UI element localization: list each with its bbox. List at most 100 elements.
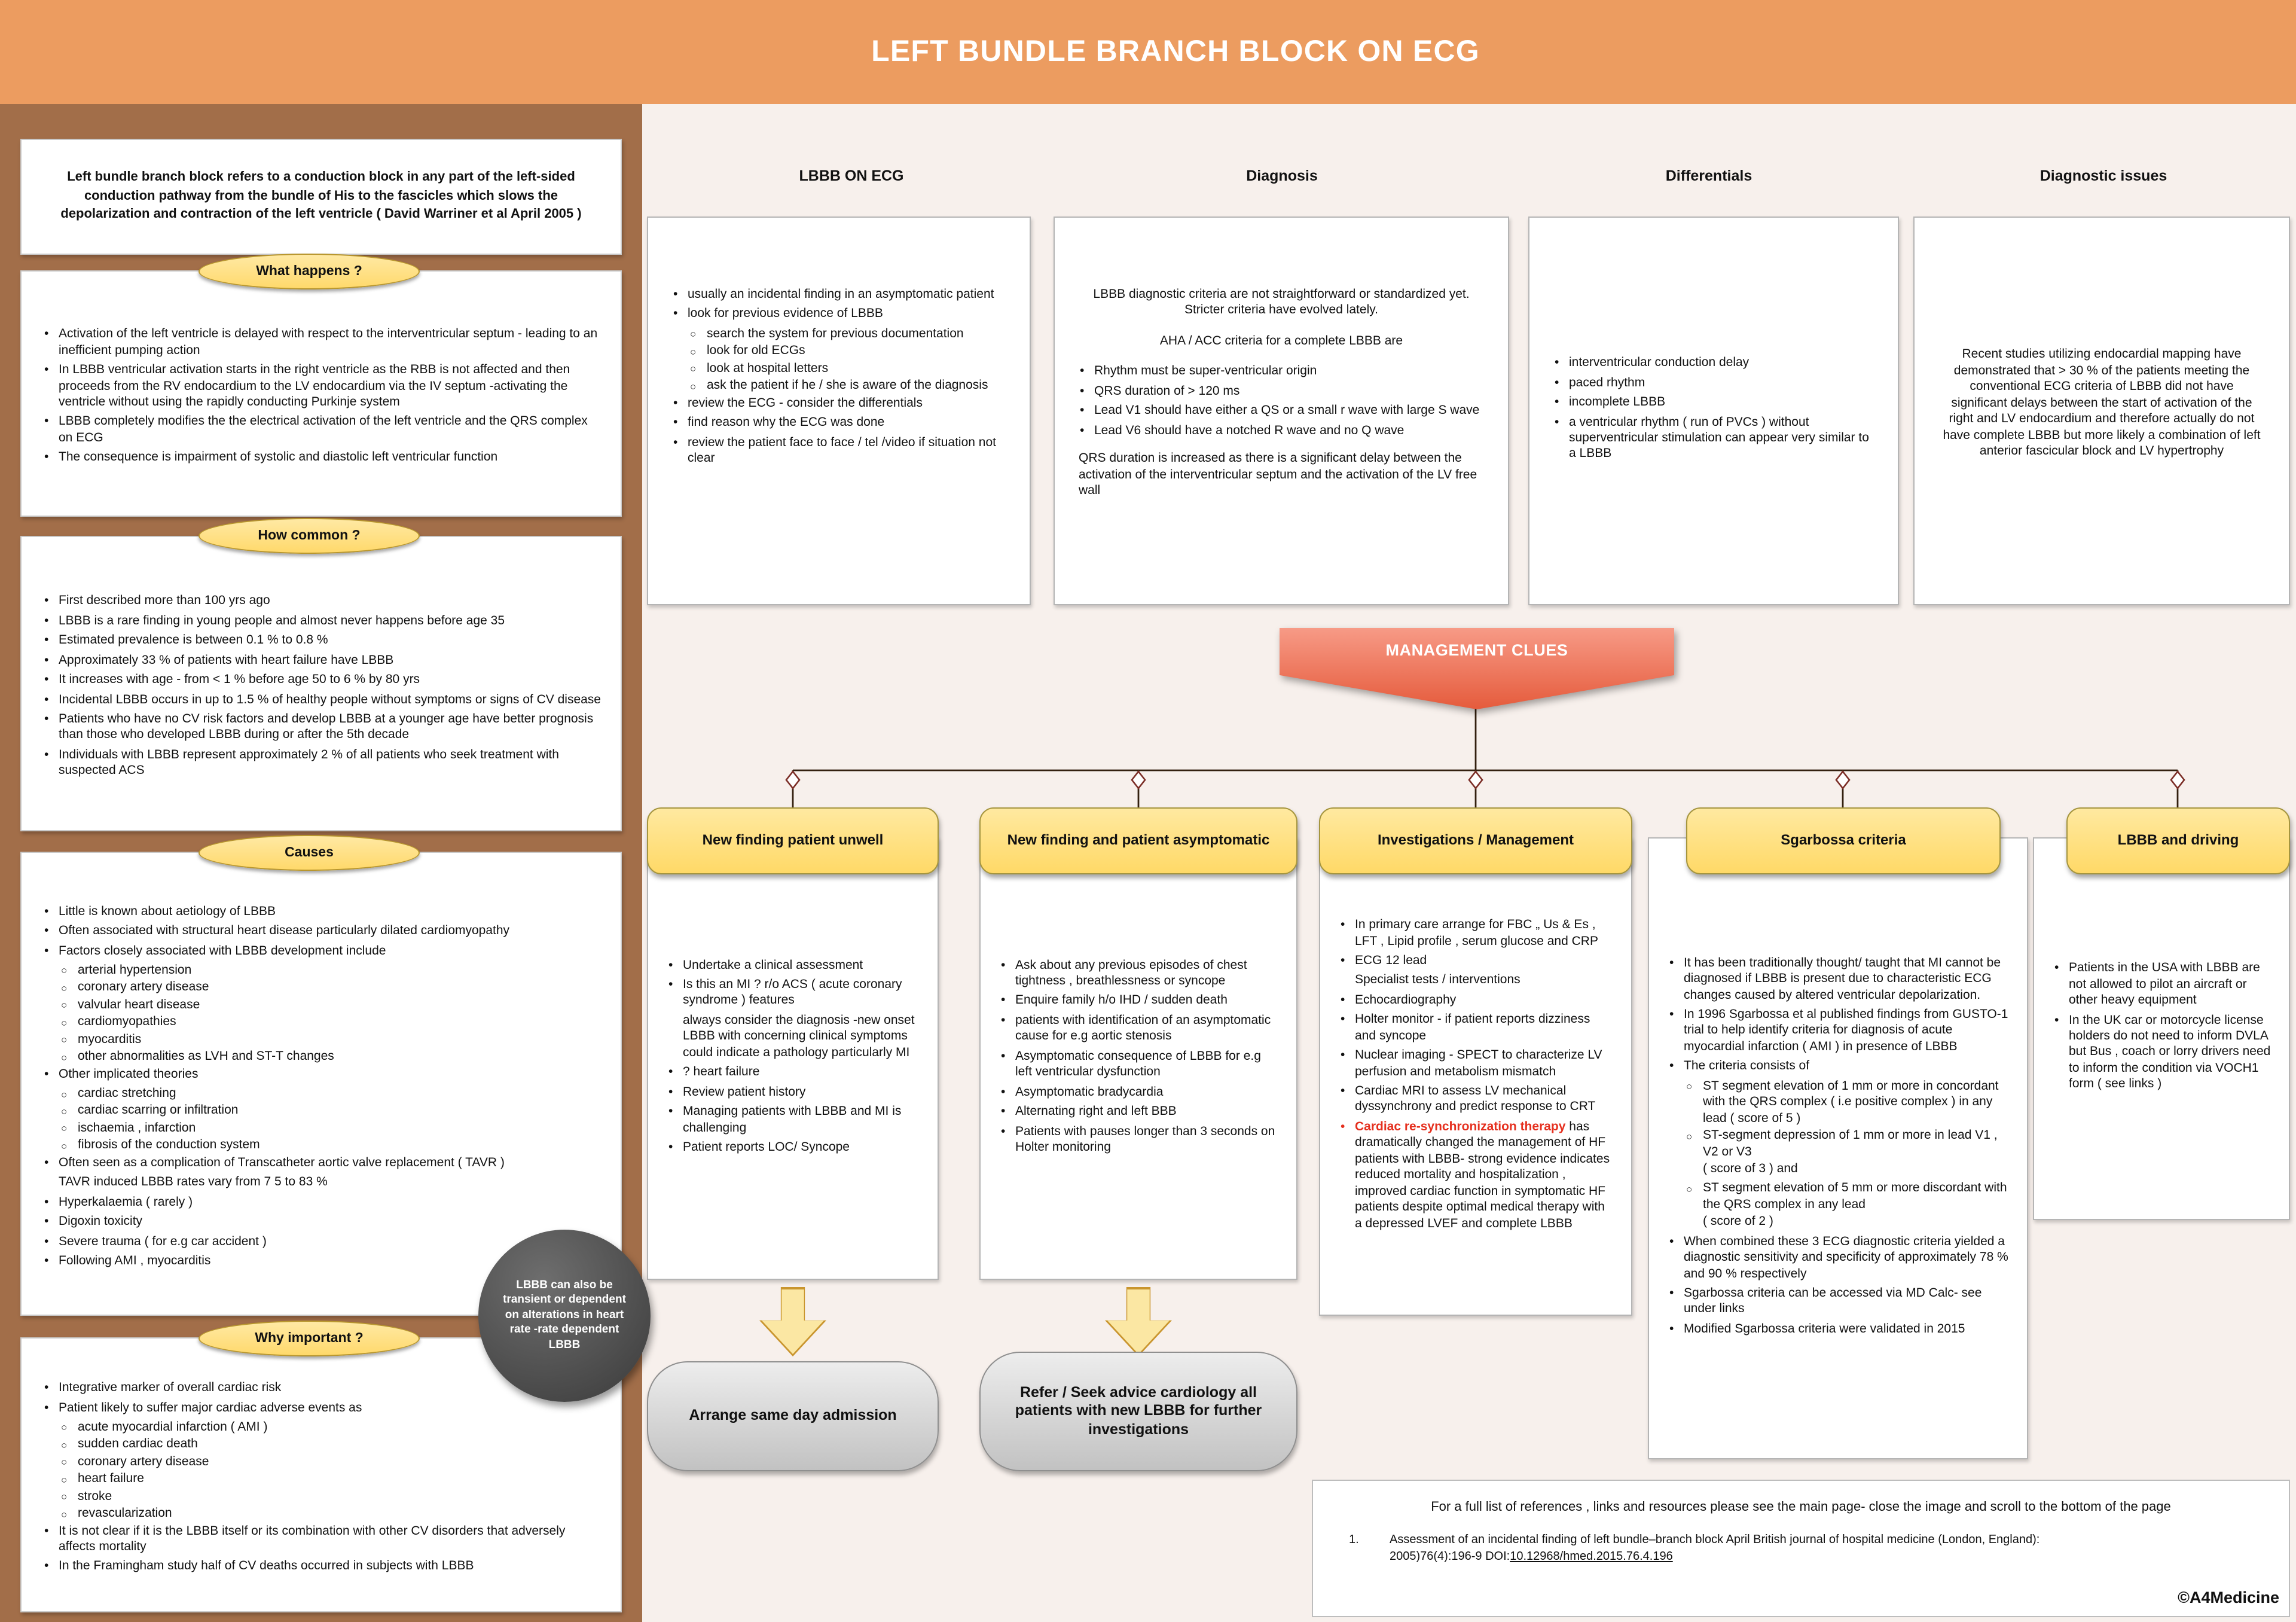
list-item: Following AMI , myocarditis [41, 1254, 602, 1270]
list-item: a ventricular rhythm ( run of PVCs ) wit… [1551, 414, 1876, 463]
list-item: ischaemia , infarction [41, 1121, 602, 1137]
list-item: valvular heart disease [41, 998, 602, 1014]
list-item: The criteria consists of [1666, 1059, 2010, 1076]
list-item: other abnormalities as LVH and ST-T chan… [41, 1049, 602, 1065]
sgarbossa-criteria-box: It has been traditionally thought/ taugh… [1648, 837, 2028, 1459]
list-item: find reason why the ECG was done [670, 415, 1008, 432]
lbbb-driving-list: Patients in the USA with LBBB are not al… [2051, 961, 2272, 1097]
list-item: Asymptomatic bradycardia [997, 1084, 1280, 1101]
rate-dependent-lbbb-note: LBBB can also be transient or dependent … [478, 1230, 651, 1402]
list-item: LBBB diagnostic criteria are not straigh… [1093, 287, 1470, 318]
what-happens-box: Activation of the left ventricle is dela… [20, 270, 622, 517]
pill-label: Causes [285, 846, 334, 860]
list-item: arterial hypertension [41, 963, 602, 979]
list-item: It increases with age - from < 1 % befor… [41, 672, 602, 689]
list-item: Digoxin toxicity [41, 1214, 602, 1231]
lbbb-on-ecg-list: usually an incidental finding in an asym… [670, 287, 1008, 471]
list-item: Recent studies utilizing endocardial map… [1943, 347, 2261, 459]
list-item: When combined these 3 ECG diagnostic cri… [1666, 1234, 2010, 1282]
list-item: Often associated with structural heart d… [41, 923, 602, 940]
list-item: usually an incidental finding in an asym… [670, 287, 1008, 304]
patient-unwell-box: Undertake a clinical assessment Is this a… [647, 837, 939, 1280]
list-item: LBBB is a rare finding in young people a… [41, 614, 602, 630]
references-box: For a full list of references , links an… [1312, 1480, 2290, 1617]
diagnosis-box: LBBB diagnostic criteria are not straigh… [1054, 217, 1509, 605]
list-item: Managing patients with LBBB and MI is ch… [665, 1104, 921, 1136]
list-item: ask the patient if he / she is aware of … [670, 378, 1008, 394]
list-item: Estimated prevalence is between 0.1 % to… [41, 633, 602, 650]
list-item: Other implicated theories [41, 1066, 602, 1083]
list-item: cardiac stretching [41, 1086, 602, 1102]
list-item: In the UK car or motorcycle license hold… [2051, 1013, 2272, 1093]
list-item: Often seen as a complication of Transcat… [41, 1155, 602, 1172]
list-item: Patients with pauses longer than 3 secon… [997, 1124, 1280, 1156]
down-arrow-icon [1105, 1287, 1172, 1356]
list-item: incomplete LBBB [1551, 395, 1876, 411]
list-item: Severe trauma ( for e.g car accident ) [41, 1234, 602, 1251]
note-circle-text: LBBB can also be transient or dependent … [503, 1279, 626, 1352]
list-item: look for previous evidence of LBBB [670, 307, 1008, 324]
list-item: Enquire family h/o IHD / sudden death [997, 993, 1280, 1010]
pill-label: Why important ? [255, 1331, 364, 1346]
doi-link[interactable]: 10.12968/hmed.2015.76.4.196 [1510, 1550, 1673, 1563]
list-item: look for old ECGs [670, 344, 1008, 360]
list-item: Lead V1 should have either a QS or a sma… [1076, 403, 1486, 420]
list-item: It is not clear if it is the LBBB itself… [41, 1523, 602, 1556]
list-item: Rhythm must be super-ventricular origin [1076, 364, 1486, 381]
list-item: Factors closely associated with LBBB dev… [41, 943, 602, 960]
list-item: Patients in the USA with LBBB are not al… [2051, 961, 2272, 1010]
banner-ribbon-shape [1280, 628, 1674, 709]
reference-citation: Assessment of an incidental finding of l… [1390, 1533, 2040, 1563]
column-title-diagnostic-issues: Diagnostic issues [2039, 167, 2167, 184]
down-arrow-icon [759, 1287, 826, 1356]
flow-head-sgarbossa: Sgarbossa criteria [1686, 807, 2001, 874]
list-item: Undertake a clinical assessment [665, 958, 921, 974]
list-item: acute myocardial infarction ( AMI ) [41, 1420, 602, 1436]
list-item: QRS duration of > 120 ms [1076, 384, 1486, 401]
list-item: In primary care arrange for FBC „ Us & E… [1337, 917, 1614, 950]
lbbb-driving-box: Patients in the USA with LBBB are not al… [2033, 837, 2290, 1220]
why-important-list: Integrative marker of overall cardiac ri… [41, 1380, 602, 1579]
list-item: coronary artery disease [41, 980, 602, 996]
list-item: myocarditis [41, 1032, 602, 1048]
section-pill-how-common: How common ? [199, 518, 420, 554]
list-item: look at hospital letters [670, 361, 1008, 377]
differentials-box: interventricular conduction delaypaced r… [1528, 217, 1899, 605]
list-item: The consequence is impairment of systoli… [41, 450, 602, 467]
list-item: heart failure [41, 1472, 602, 1488]
intro-box: Left bundle branch block refers to a con… [20, 139, 622, 255]
list-item: Echocardiography [1337, 993, 1614, 1010]
list-item: Incidental LBBB occurs in up to 1.5 % of… [41, 692, 602, 709]
list-item: ST-segment depression of 1 mm or more in… [1666, 1128, 2010, 1160]
list-item: Alternating right and left BBB [997, 1104, 1280, 1121]
list-item: search the system for previous documenta… [670, 327, 1008, 343]
list-item: Hyperkalaemia ( rarely ) [41, 1194, 602, 1211]
reference-number: 1. [1349, 1533, 1359, 1547]
list-item: ST segment elevation of 1 mm or more in … [1666, 1079, 2010, 1127]
list-item: Cardiac MRI to assess LV mechanical dyss… [1337, 1084, 1614, 1116]
how-common-list: First described more than 100 yrs agoLBB… [41, 594, 602, 783]
list-item: AHA / ACC criteria for a complete LBBB a… [1159, 333, 1403, 348]
list-item: review the ECG - consider the differenti… [670, 395, 1008, 412]
flow-head-investigations: Investigations / Management [1319, 807, 1632, 874]
outcome-refer-cardiology: Refer / Seek advice cardiology all patie… [979, 1352, 1297, 1471]
references-note: For a full list of references , links an… [1431, 1500, 2171, 1514]
banner-label: MANAGEMENT CLUES [1385, 641, 1568, 659]
list-item: Activation of the left ventricle is dela… [41, 327, 602, 359]
highlighted-text: Cardiac re-synchronization therapy [1355, 1119, 1566, 1134]
list-item: coronary artery disease [41, 1455, 602, 1471]
list-item: Is this an MI ? r/o ACS ( acute coronary… [665, 977, 921, 1010]
list-item: In 1996 Sgarbossa et al published findin… [1666, 1007, 2010, 1056]
differentials-list: interventricular conduction delaypaced r… [1551, 355, 1876, 466]
section-pill-why-important: Why important ? [199, 1321, 420, 1356]
how-common-box: First described more than 100 yrs agoLBB… [20, 536, 622, 831]
investigations-management-list: In primary care arrange for FBC „ Us & E… [1337, 917, 1614, 1236]
list-item: Nuclear imaging - SPECT to characterize … [1337, 1048, 1614, 1080]
list-item: Specialist tests / interventions [1355, 972, 1521, 987]
flow-head-patient-asymptomatic: New finding and patient asymptomatic [979, 807, 1297, 874]
sgarbossa-criteria-list: It has been traditionally thought/ taugh… [1666, 955, 2010, 1341]
investigations-management-box: In primary care arrange for FBC „ Us & E… [1319, 837, 1632, 1316]
diagnostic-issues-box: Recent studies utilizing endocardial map… [1913, 217, 2290, 605]
